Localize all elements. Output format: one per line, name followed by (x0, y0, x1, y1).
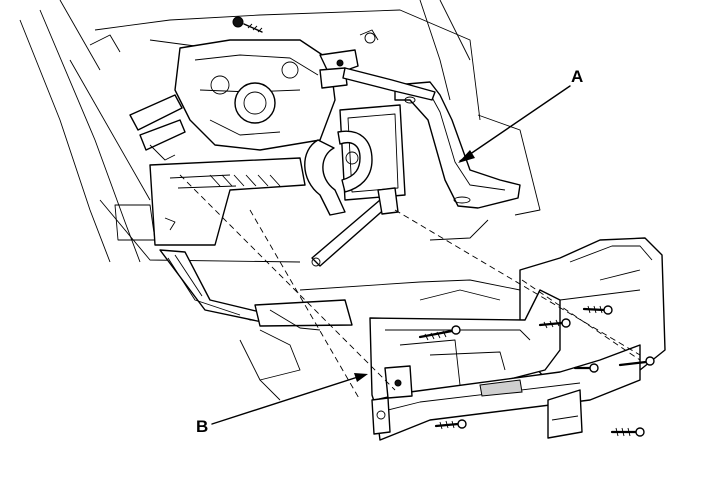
callout-b-label: B (196, 417, 208, 436)
bolt (582, 305, 613, 315)
callout-a: A (458, 67, 583, 163)
bolt (418, 325, 461, 341)
bolt (610, 427, 645, 437)
left-support-bracket (149, 157, 353, 331)
callout-a-arrowhead (458, 150, 475, 163)
bracket-a-assembly (304, 67, 521, 267)
cover-b-assembly (179, 174, 666, 441)
callout-b: B (196, 373, 368, 436)
bolt (573, 363, 599, 373)
callout-b-arrowhead (354, 373, 368, 382)
callout-a-label: A (571, 67, 583, 86)
bolt (618, 356, 655, 367)
engine-components (129, 16, 379, 161)
bolts (418, 305, 655, 437)
bolt (538, 318, 571, 329)
bolt (434, 419, 467, 430)
